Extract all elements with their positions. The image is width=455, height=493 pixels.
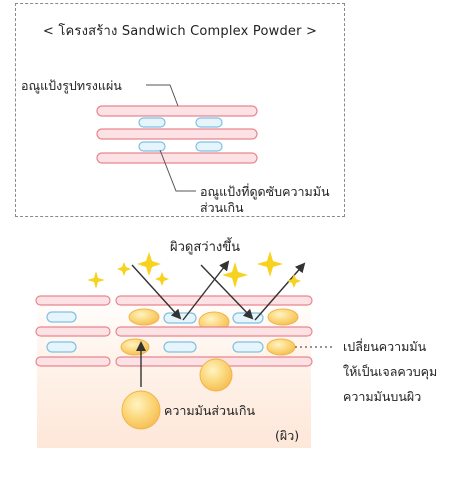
sparkle-icon <box>155 272 169 286</box>
capsule-label-line2: ส่วนเกิน <box>200 200 244 215</box>
plate-bottom-2a <box>35 326 111 337</box>
capsule-bottom-1 <box>46 311 77 323</box>
oil-gel-5 <box>266 338 296 356</box>
capsule-top-3 <box>138 141 166 152</box>
plate-bottom-2b <box>115 326 313 337</box>
structure-panel <box>15 3 345 217</box>
ray-incoming-2 <box>200 264 254 320</box>
capsule-top-1 <box>138 117 166 128</box>
capsule-top-2 <box>195 117 223 128</box>
bottom-structure <box>35 260 332 430</box>
skin-label: (ผิว) <box>275 428 300 443</box>
plate-top-2 <box>96 128 258 140</box>
plate-leader-line <box>146 84 179 107</box>
transform-label-line3: ความมันบนผิว <box>343 389 422 404</box>
sparkle-icon <box>287 274 301 288</box>
top-structure <box>96 84 258 192</box>
plate-bottom-3a <box>35 356 111 367</box>
capsule-leader-line <box>159 149 196 192</box>
oil-gel-4 <box>120 338 150 356</box>
capsule-top-4 <box>195 141 223 152</box>
oil-gel-3 <box>267 308 299 326</box>
capsule-bottom-5 <box>163 341 197 353</box>
transform-label-line2: ให้เป็นเจลควบคุม <box>343 364 438 379</box>
ray-reflect-1 <box>182 260 230 321</box>
ray-reflect-2 <box>254 262 306 321</box>
structure-title: < โครงสร้าง Sandwich Complex Powder > <box>42 24 318 39</box>
sparkle-icon <box>257 251 283 277</box>
sparkle-icon <box>222 262 248 288</box>
plate-label: อณูแป้งรูปทรงแผ่น <box>21 78 122 93</box>
capsule-bottom-4 <box>46 341 77 353</box>
sparkle-icon <box>87 271 105 289</box>
sparkle-group <box>87 251 301 289</box>
plate-bottom-1a <box>35 295 111 306</box>
sparkle-icon <box>137 252 161 276</box>
plate-top-1 <box>96 105 258 117</box>
sparkle-icon <box>117 262 131 276</box>
capsule-label-line1: อณูแป้งที่ดูดซับความมัน <box>200 184 330 199</box>
transform-label-line1: เปลี่ยนความมัน <box>343 339 427 354</box>
capsule-bottom-6 <box>232 341 264 353</box>
excess-oil-label: ความมันส่วนเกิน <box>164 403 256 418</box>
ray-incoming-1 <box>131 264 182 320</box>
oil-droplet-mid <box>199 358 233 392</box>
oil-droplet-large <box>121 390 161 430</box>
brightness-label: ผิวดูสว่างขึ้น <box>170 240 241 255</box>
plate-top-3 <box>96 152 258 164</box>
oil-gel-1 <box>128 308 160 326</box>
plate-bottom-1b <box>115 295 313 306</box>
